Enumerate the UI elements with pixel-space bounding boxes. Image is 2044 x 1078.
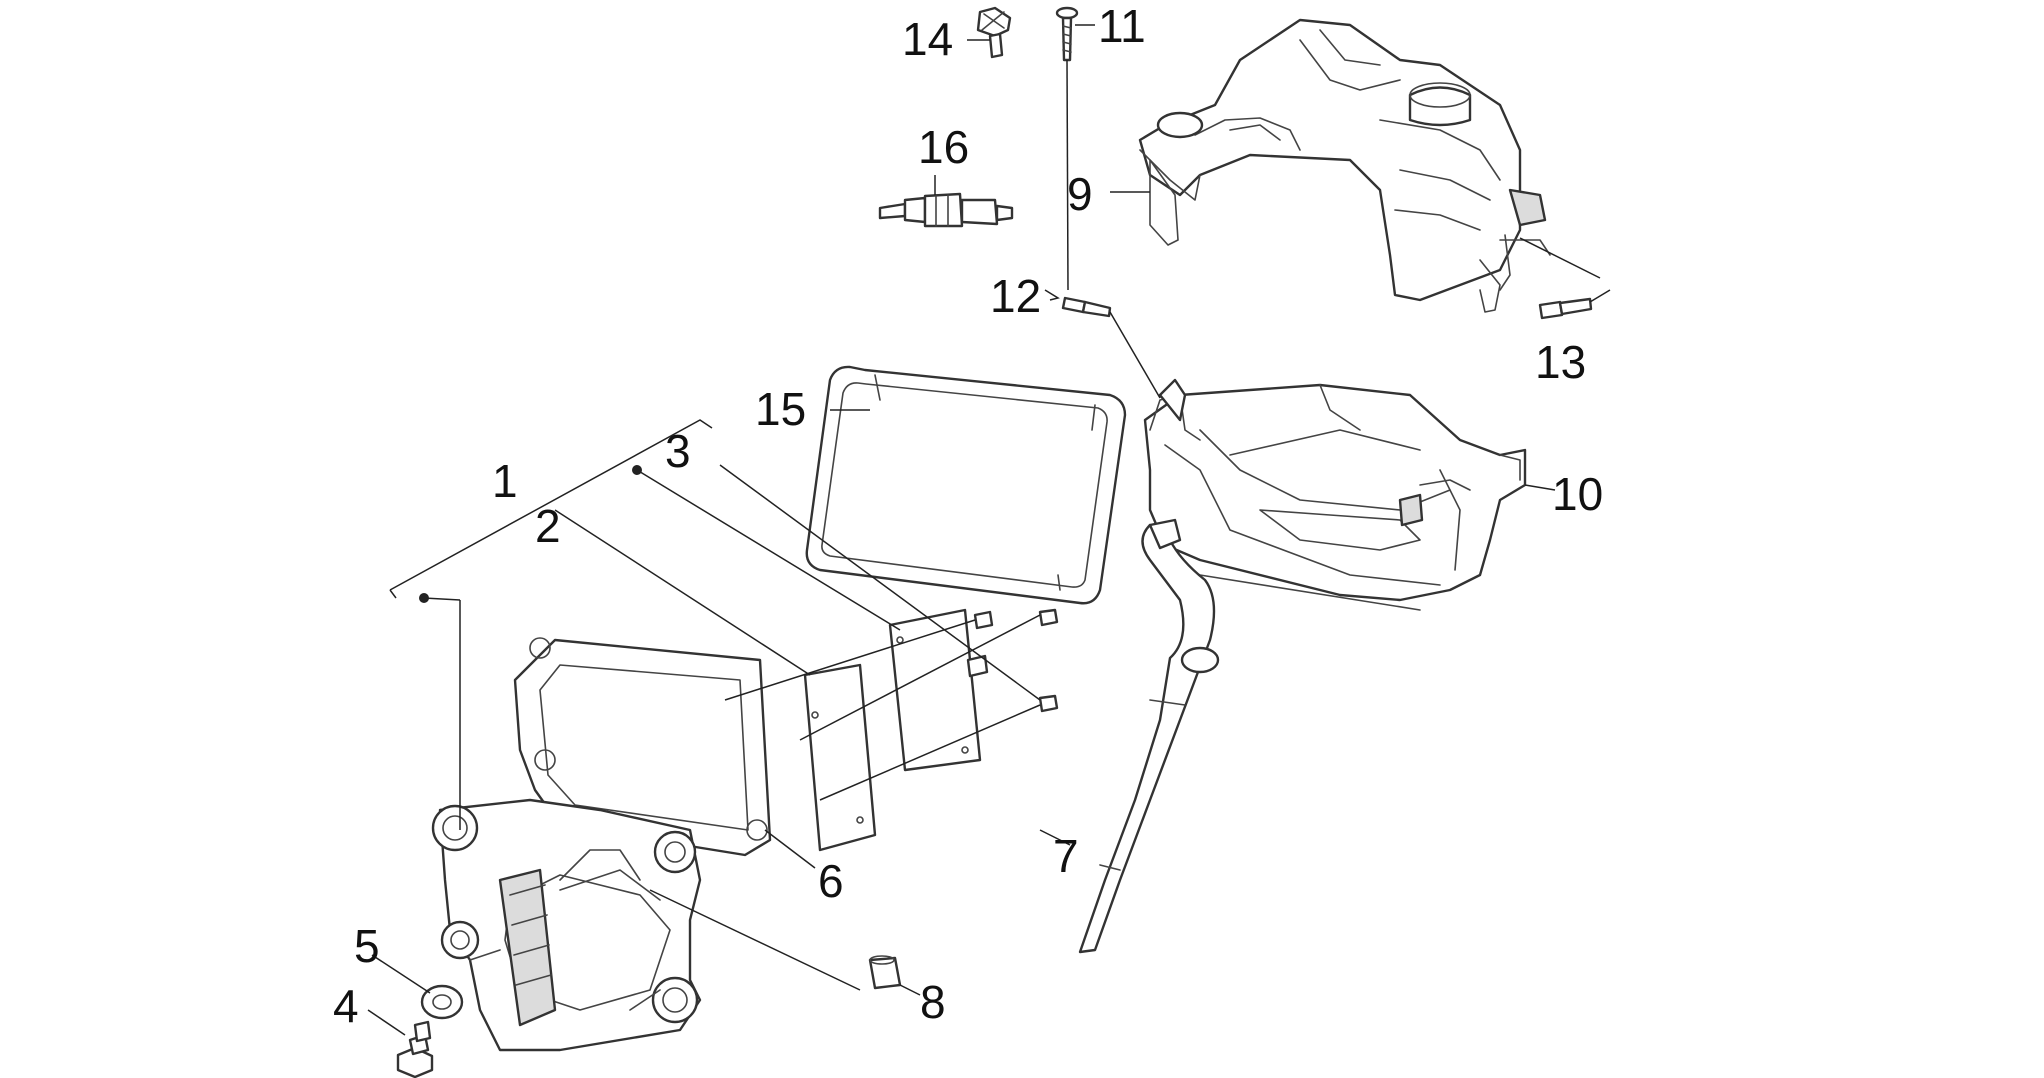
leader-lines (367, 24, 1611, 1036)
part-star-knob (976, 6, 1012, 59)
part-spark-plug (878, 192, 1014, 228)
part-lower-cover (1143, 378, 1527, 611)
callout-15: 15 (755, 383, 806, 435)
callout-16: 16 (918, 121, 969, 173)
part-plate-bolts (966, 608, 1059, 713)
callout-5: 5 (354, 920, 380, 972)
part-valve-cover (431, 798, 702, 1052)
part-upper-cover (1138, 18, 1551, 313)
callout-2: 2 (535, 500, 561, 552)
part-breather-hose (1078, 518, 1220, 954)
callout-labels: 1 2 3 4 5 6 7 8 9 10 11 12 13 14 15 16 (333, 0, 1603, 1032)
part-washer (420, 984, 464, 1020)
part-sleeve (868, 955, 902, 990)
part-head-gasket (513, 637, 772, 857)
callout-4: 4 (333, 980, 359, 1032)
callout-9: 9 (1067, 168, 1093, 220)
callout-13: 13 (1535, 336, 1586, 388)
part-bolt (396, 1020, 434, 1078)
callout-7: 7 (1053, 830, 1079, 882)
callout-3: 3 (665, 425, 691, 477)
part-screw-12 (1061, 296, 1112, 318)
callout-12: 12 (990, 270, 1041, 322)
callout-14: 14 (902, 13, 953, 65)
callout-8: 8 (920, 976, 946, 1028)
part-screw-13 (1538, 297, 1593, 320)
part-gasket-frame (805, 365, 1127, 605)
part-long-screw (1055, 6, 1079, 62)
part-valve-plates (803, 608, 982, 852)
callout-10: 10 (1552, 468, 1603, 520)
callout-6: 6 (818, 855, 844, 907)
callout-1: 1 (492, 455, 518, 507)
callout-11: 11 (1098, 0, 1146, 52)
